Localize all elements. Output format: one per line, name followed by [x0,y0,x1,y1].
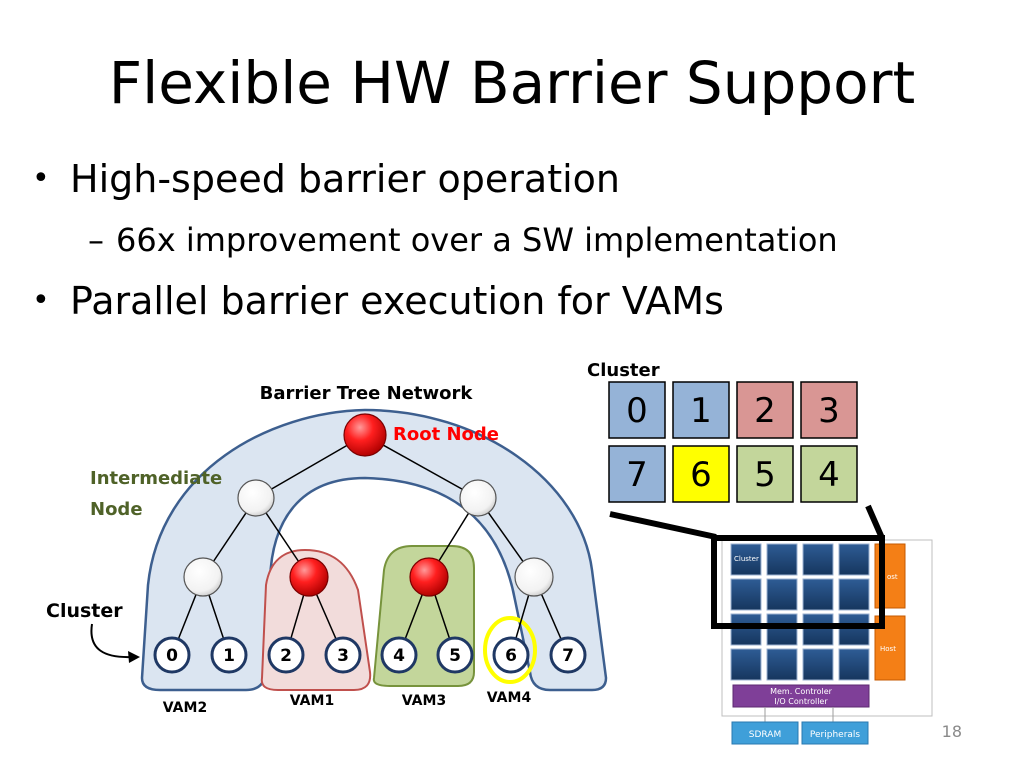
chip-core [730,648,762,681]
grid-cell-label: 3 [818,391,840,431]
host-label: ost [887,573,898,581]
grid-cell [672,381,730,439]
chip-core [838,543,870,576]
io-controller-label: I/O Controller [774,697,828,706]
sub-bullet-item: – 66x improvement over a SW implementati… [88,220,838,260]
cluster-grid: 0 1 2 3 7 6 5 4 [608,381,858,503]
bullet-text: Parallel barrier execution for VAMs [70,279,724,323]
bullet-dot: • [32,283,50,318]
cluster-arrow [90,623,133,659]
grid-cell-label: 0 [626,391,648,431]
chip-core [802,613,834,646]
chip-core [766,613,798,646]
vam-label-vam4: VAM4 [487,690,532,706]
intermediate-node [459,479,497,517]
peripherals-label: Peripherals [810,730,861,740]
grid-cell-label: 4 [818,455,840,495]
sdram-label: SDRAM [749,730,781,740]
zoom-highlight-box [711,535,885,629]
chip-core [730,543,762,576]
cluster-arrow-head [128,651,140,663]
sub-bullet-dash: – [88,221,104,259]
leaf-node-6 [492,636,530,674]
grid-cell [608,445,666,503]
root-node-label: Root Node [393,424,499,445]
grid-cell [736,445,794,503]
page-number: 18 [941,722,962,741]
host-label: Host [880,645,896,653]
bullet-item: • High-speed barrier operation [32,156,620,202]
zoom-connector [865,504,885,540]
leaf-nodes: 0 1 2 3 4 5 6 7 [153,636,587,674]
grid-cell-label: 1 [690,391,712,431]
grid-cell [672,445,730,503]
chip-core [802,648,834,681]
leaf-label-3: 3 [337,646,349,666]
leaf-label-2: 2 [280,646,292,666]
chip-core [838,648,870,681]
leaf-node-7 [549,636,587,674]
grid-cell [736,381,794,439]
barrier-diagram: 0 1 2 3 4 5 6 7 Barrier Tree Network Roo… [46,360,933,745]
peripherals-block [801,721,869,745]
cluster-grid-label: Cluster [587,360,660,381]
bullet-text: High-speed barrier operation [70,157,620,201]
chip-core [730,578,762,611]
grid-cell [608,381,666,439]
leaf-node-4 [380,636,418,674]
intermediate-node [183,557,223,597]
intermediate-node [237,479,275,517]
grid-cell-label: 2 [754,391,776,431]
leaf-label-7: 7 [562,646,574,666]
sub-bullet-text: 66x improvement over a SW implementation [116,221,838,259]
vam4-region [483,616,537,684]
chip-core [766,578,798,611]
intermediate-node-vam1 [289,557,329,597]
root-node [343,413,387,457]
chip-core [838,613,870,646]
grid-cell-label: 7 [626,455,648,495]
cluster-label: Cluster [46,600,123,622]
chip-core [838,578,870,611]
chip-cluster-label: Cluster [734,555,759,563]
leaf-label-0: 0 [166,646,178,666]
leaf-node-3 [324,636,362,674]
sdram-block [731,721,799,745]
leaf-node-0 [153,636,191,674]
vam-label-vam2: VAM2 [163,700,207,716]
chip-core [802,578,834,611]
mem-controller-block [732,684,870,708]
grid-cell [800,445,858,503]
chip-core [766,648,798,681]
leaf-node-2 [267,636,305,674]
grid-cell-label: 5 [754,455,776,495]
tree-title: Barrier Tree Network [260,383,474,404]
vam-label-vam3: VAM3 [402,693,446,709]
slide-title: Flexible HW Barrier Support [108,49,916,117]
intermediate-node [514,557,554,597]
leaf-node-5 [436,636,474,674]
chip-core-grid [730,543,870,681]
intermediate-node-label: Node [90,499,143,520]
leaf-node-1 [210,636,248,674]
chip-core [730,613,762,646]
leaf-label-4: 4 [393,646,405,666]
leaf-label-1: 1 [223,646,235,666]
chip-core [766,543,798,576]
intermediate-node-vam3 [409,557,449,597]
leaf-label-6: 6 [505,646,517,666]
chip-core [802,543,834,576]
leaf-label-5: 5 [449,646,461,666]
bullet-item: • Parallel barrier execution for VAMs [32,278,724,324]
grid-cell-label: 6 [690,455,712,495]
grid-cell [800,381,858,439]
bullet-dot: • [32,161,50,196]
zoom-connector [609,511,717,540]
mem-controller-label: Mem. Controler [770,687,833,696]
vam-label-vam1: VAM1 [290,693,334,709]
intermediate-node-label: Intermediate [90,468,222,489]
